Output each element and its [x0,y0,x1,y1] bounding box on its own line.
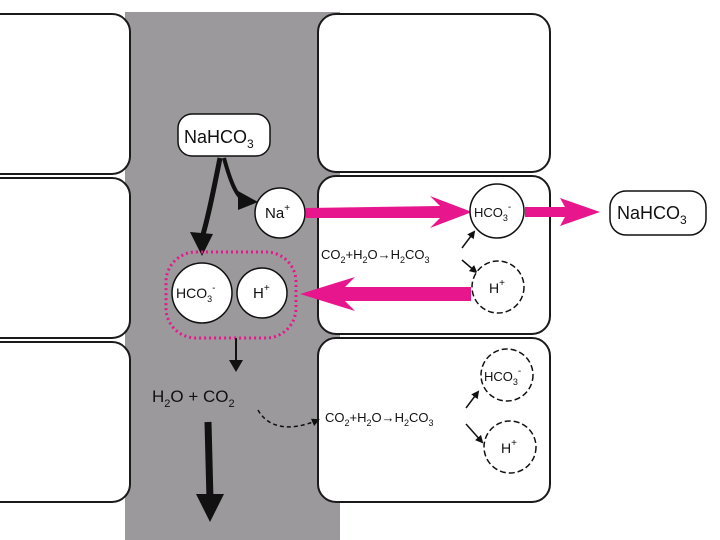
right-cell-top [317,13,551,173]
left-cell-bottom [0,341,131,503]
cell-middle-h-label: H+ [489,278,505,296]
cell-bottom-hco3-label: HCO3- [484,366,521,387]
cell-bottom-h-ion [483,420,537,474]
arrow-na-to-cell [306,196,472,228]
lumen-acid-group [164,250,298,340]
lumen-nahco3-label: NaHCO3 [184,127,254,151]
blood-nahco3-label: NaHCO3 [617,203,687,227]
arrow-bottom-to-h [465,423,484,444]
lumen-hco3-label: HCO3- [176,283,215,304]
cell-middle-h-ion [471,260,525,314]
arrow-bottom-to-hco3 [465,390,480,409]
arrow-to-products-head [229,360,243,372]
arrow-nahco3-to-na-head [238,191,258,210]
cell-bottom-hco3-ion [480,348,534,402]
lumen-h-ion [236,267,288,319]
lumen-h-label: H+ [253,283,270,302]
lumen-nahco3-box [177,113,271,157]
blood-nahco3-box [609,190,707,236]
left-cell-top [0,13,131,175]
cell-middle-reaction: CO2+H2O→H2CO3 [321,247,430,265]
lumen-products-label: H2O + CO2 [152,387,235,410]
arrow-nahco3-to-hco3 [199,157,223,239]
left-cell-middle [0,177,131,339]
arrow-middle-to-h [461,259,478,274]
arrow-h-secretion [300,277,471,311]
arrow-cell-to-blood [525,198,600,226]
cell-bottom-h-label: H+ [501,438,517,456]
arrow-excretion [204,421,214,501]
cell-middle-hco3-label: HCO3- [474,202,511,223]
cell-bottom-reaction: CO2+H2O→H2CO3 [325,410,434,428]
na-ion [254,187,306,239]
arrow-nahco3-to-hco3-head [190,232,213,256]
na-ion-label: Na+ [265,203,290,222]
cell-middle-hco3-ion [469,183,525,239]
arrow-co2-diffusion [257,409,320,428]
lumen-background [125,12,340,540]
arrow-excretion-head [196,494,224,522]
arrow-middle-to-hco3 [461,230,476,249]
lumen-hco3-ion [171,262,233,324]
